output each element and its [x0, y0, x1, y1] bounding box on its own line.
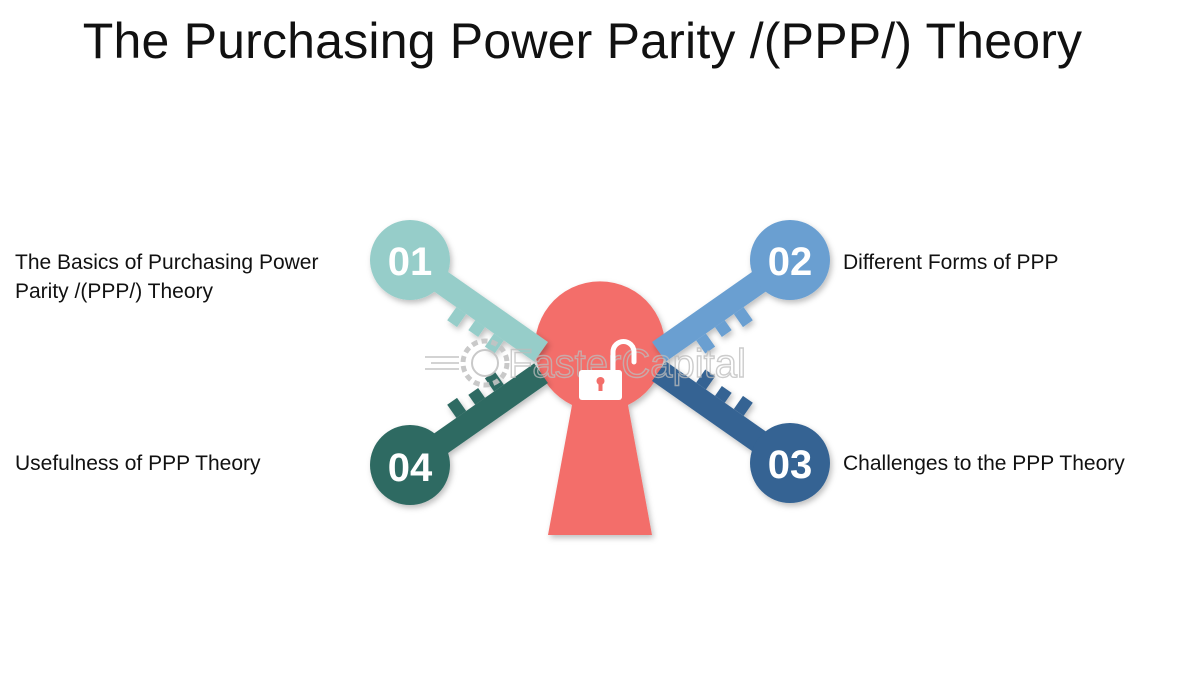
key-04: 04	[370, 363, 548, 505]
key-01: 01	[370, 220, 548, 362]
item-label-02: Different Forms of PPP	[843, 251, 1059, 274]
watermark: FasterCapital	[425, 338, 747, 388]
item-label-01: The Basics of Purchasing Power Parity /(…	[15, 251, 319, 303]
watermark-text: FasterCapital	[508, 342, 746, 386]
page-title: The Purchasing Power Parity /(PPP/) Theo…	[82, 13, 1083, 69]
key-number-03: 03	[768, 443, 813, 487]
key-02: 02	[652, 220, 830, 362]
key-number-02: 02	[768, 240, 813, 284]
key-number-04: 04	[388, 446, 433, 490]
item-label-03: Challenges to the PPP Theory	[843, 452, 1125, 475]
padlock-unlocked-icon	[579, 339, 637, 400]
key-number-01: 01	[388, 240, 433, 284]
item-label-04: Usefulness of PPP Theory	[15, 452, 261, 475]
key-03: 03	[652, 361, 830, 503]
keyhole	[535, 281, 665, 535]
gear-icon	[425, 338, 510, 388]
